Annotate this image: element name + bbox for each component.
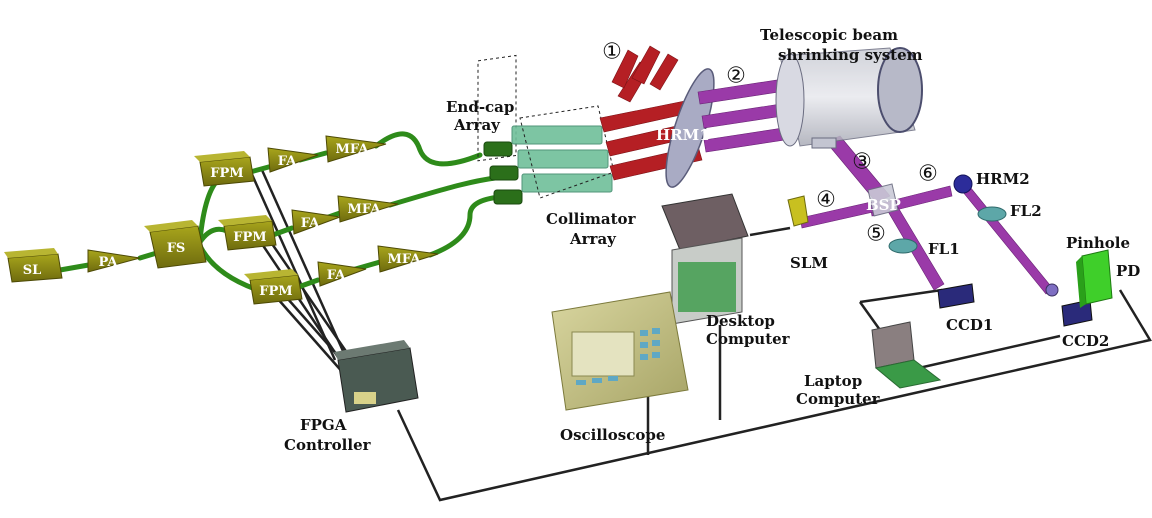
hrm2-mirror [953, 174, 973, 194]
marker-6: ⑥ [918, 162, 938, 187]
slm-device [787, 195, 809, 227]
fl1-label: FL1 [928, 240, 960, 258]
marker-3: ③ [852, 150, 872, 175]
mfa-label-3: MFA [388, 252, 422, 267]
fa-label-1: FA [278, 154, 297, 169]
marker-4: ④ [816, 188, 836, 213]
collimator-label-1: Collimator [546, 210, 637, 228]
ccd1-camera [937, 283, 975, 309]
pd-label: PD [1116, 262, 1140, 280]
fpm-box-1: FPM [194, 151, 255, 187]
mfa-label-2: MFA [348, 202, 382, 217]
hrm2-label: HRM2 [976, 170, 1030, 188]
hrm1-label: HRM1 [656, 126, 710, 144]
endcap-label-2: Array [453, 116, 501, 134]
fs-splitter: FS [144, 220, 207, 269]
fpga-label-2: Controller [284, 436, 372, 454]
sl-label: SL [23, 263, 42, 278]
desktop-label-1: Desktop [706, 312, 775, 330]
pa-amplifier: PA [87, 249, 141, 273]
pa-label: PA [99, 255, 119, 270]
desktop-computer [661, 193, 749, 325]
mfa-amplifier-1: MFA [325, 135, 387, 163]
fpm-label-1: FPM [210, 166, 243, 181]
fa-label-3: FA [327, 268, 346, 283]
ccd1-label: CCD1 [946, 316, 993, 334]
marker-5: ⑤ [866, 222, 886, 247]
pinhole [1045, 283, 1059, 297]
collimator-label-2: Array [569, 230, 617, 248]
slm-label: SLM [790, 254, 828, 272]
pd-detector [1076, 249, 1113, 308]
telescope-system [775, 47, 923, 149]
mfa-amplifier-3: MFA [377, 245, 439, 273]
laptop-label-2: Computer [796, 390, 881, 408]
fpm-box-2: FPM [218, 215, 277, 251]
diagram-labels: Telescopic beam shrinking system End-cap… [284, 26, 1140, 454]
oscilloscope-label: Oscilloscope [560, 426, 665, 444]
marker-2: ② [726, 64, 746, 89]
fs-label: FS [167, 241, 186, 256]
fpm-label-2: FPM [233, 230, 266, 245]
fpm-label-3: FPM [259, 284, 292, 299]
pinhole-label: Pinhole [1066, 234, 1130, 252]
sl-box: SL [4, 248, 63, 283]
control-cables [248, 169, 1152, 502]
fl2-label: FL2 [1010, 202, 1042, 220]
fiber-components: SL PA FS FPM FPM FPM [4, 135, 439, 305]
fpga-label-1: FPGA [300, 416, 347, 434]
laptop-label-1: Laptop [804, 372, 862, 390]
beam-markers: ① ② ③ ④ ⑤ ⑥ [602, 40, 938, 247]
collimator-array [511, 105, 615, 199]
fa-amplifier-2: FA [291, 209, 341, 235]
marker-1: ① [602, 40, 622, 65]
fa-label-2: FA [301, 216, 320, 231]
fl2-lens [977, 206, 1007, 222]
mfa-amplifier-2: MFA [337, 195, 399, 223]
endcap-array [477, 54, 523, 205]
mfa-label-1: MFA [336, 142, 370, 157]
fl1-lens [888, 238, 918, 254]
fpga-controller [334, 340, 419, 413]
telescope-label-1: Telescopic beam [760, 26, 898, 44]
laptop-computer [871, 321, 942, 389]
telescope-label-2: shrinking system [778, 46, 923, 64]
oscilloscope [551, 291, 689, 411]
ccd2-label: CCD2 [1062, 332, 1109, 350]
endcap-label-1: End-cap [446, 98, 514, 116]
fa-amplifier-3: FA [317, 261, 367, 287]
desktop-label-2: Computer [706, 330, 791, 348]
bsp-label: BSP [866, 196, 901, 214]
fa-amplifier-1: FA [267, 147, 319, 173]
bsp-cube [867, 183, 899, 217]
fpm-box-3: FPM [244, 269, 303, 305]
